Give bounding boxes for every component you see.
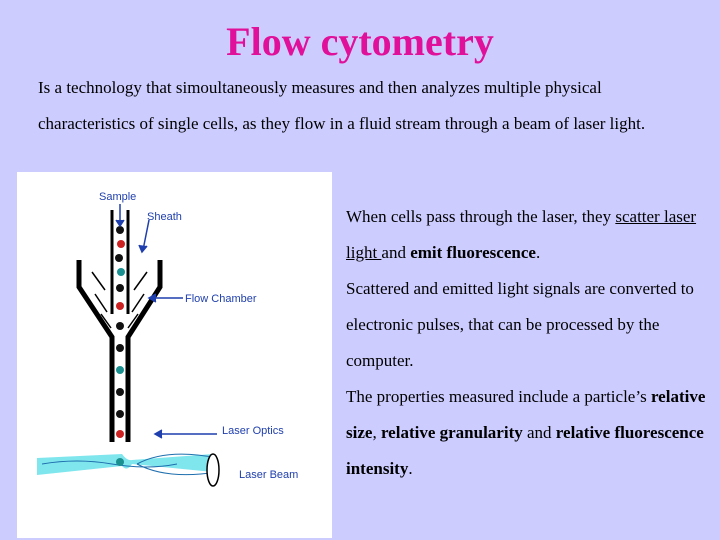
cell [117, 268, 125, 276]
text-segment: The properties measured include a partic… [346, 387, 651, 406]
text-segment: . [408, 459, 413, 478]
sheath-flow-arrows [91, 271, 148, 329]
cell [116, 458, 124, 466]
cell [116, 226, 124, 234]
cells [115, 226, 125, 466]
label-laser-beam: Laser Beam [239, 469, 298, 481]
relative-fluorescence-text: relative fluorescence intensity [346, 423, 704, 478]
cell [116, 322, 124, 330]
text-segment: and [522, 423, 556, 442]
cell [116, 410, 124, 418]
cell [116, 284, 124, 292]
text-segment: , [372, 423, 381, 442]
cell [115, 254, 123, 262]
scatter-paragraph: When cells pass through the laser, they … [346, 199, 706, 271]
cell [116, 430, 124, 438]
emit-fluorescence-text: emit fluorescence [410, 243, 536, 262]
label-flow-chamber: Flow Chamber [185, 293, 257, 305]
signals-paragraph: Scattered and emitted light signals are … [346, 279, 694, 370]
properties-paragraph: The properties measured include a partic… [346, 379, 706, 487]
laser-beam-wave-1 [41, 460, 178, 468]
sheath-wall-left [76, 260, 115, 442]
cell [116, 366, 124, 374]
cell [117, 240, 125, 248]
description-text: When cells pass through the laser, they … [346, 199, 706, 487]
slide-title: Flow cytometry [226, 19, 494, 64]
label-sheath: Sheath [147, 211, 182, 223]
cell [116, 302, 124, 310]
label-arrows [115, 204, 217, 439]
laser-beam-wave-2 [136, 453, 218, 465]
text-segment: When cells pass through the laser, they [346, 207, 616, 226]
text-segment: and [381, 243, 411, 262]
diagram-svg: Sample Sheath Flow Chamber Laser Optics … [37, 191, 298, 487]
cell [116, 388, 124, 396]
laser-beam [37, 454, 213, 475]
intro-paragraph: Is a technology that simoultaneously mea… [38, 78, 646, 133]
flow-cytometer-diagram: Sample Sheath Flow Chamber Laser Optics … [17, 172, 332, 538]
relative-size-text: relative size [346, 387, 706, 442]
cell [116, 344, 124, 352]
scatter-laser-light-text: scatter laser light [346, 207, 697, 262]
laser-optics-lens [206, 453, 220, 487]
label-sample: Sample [99, 191, 136, 203]
text-segment: . [535, 243, 541, 262]
relative-granularity-text: relative granularity [380, 423, 523, 442]
sheath-wall-right [125, 260, 163, 442]
label-laser-optics: Laser Optics [222, 425, 284, 437]
